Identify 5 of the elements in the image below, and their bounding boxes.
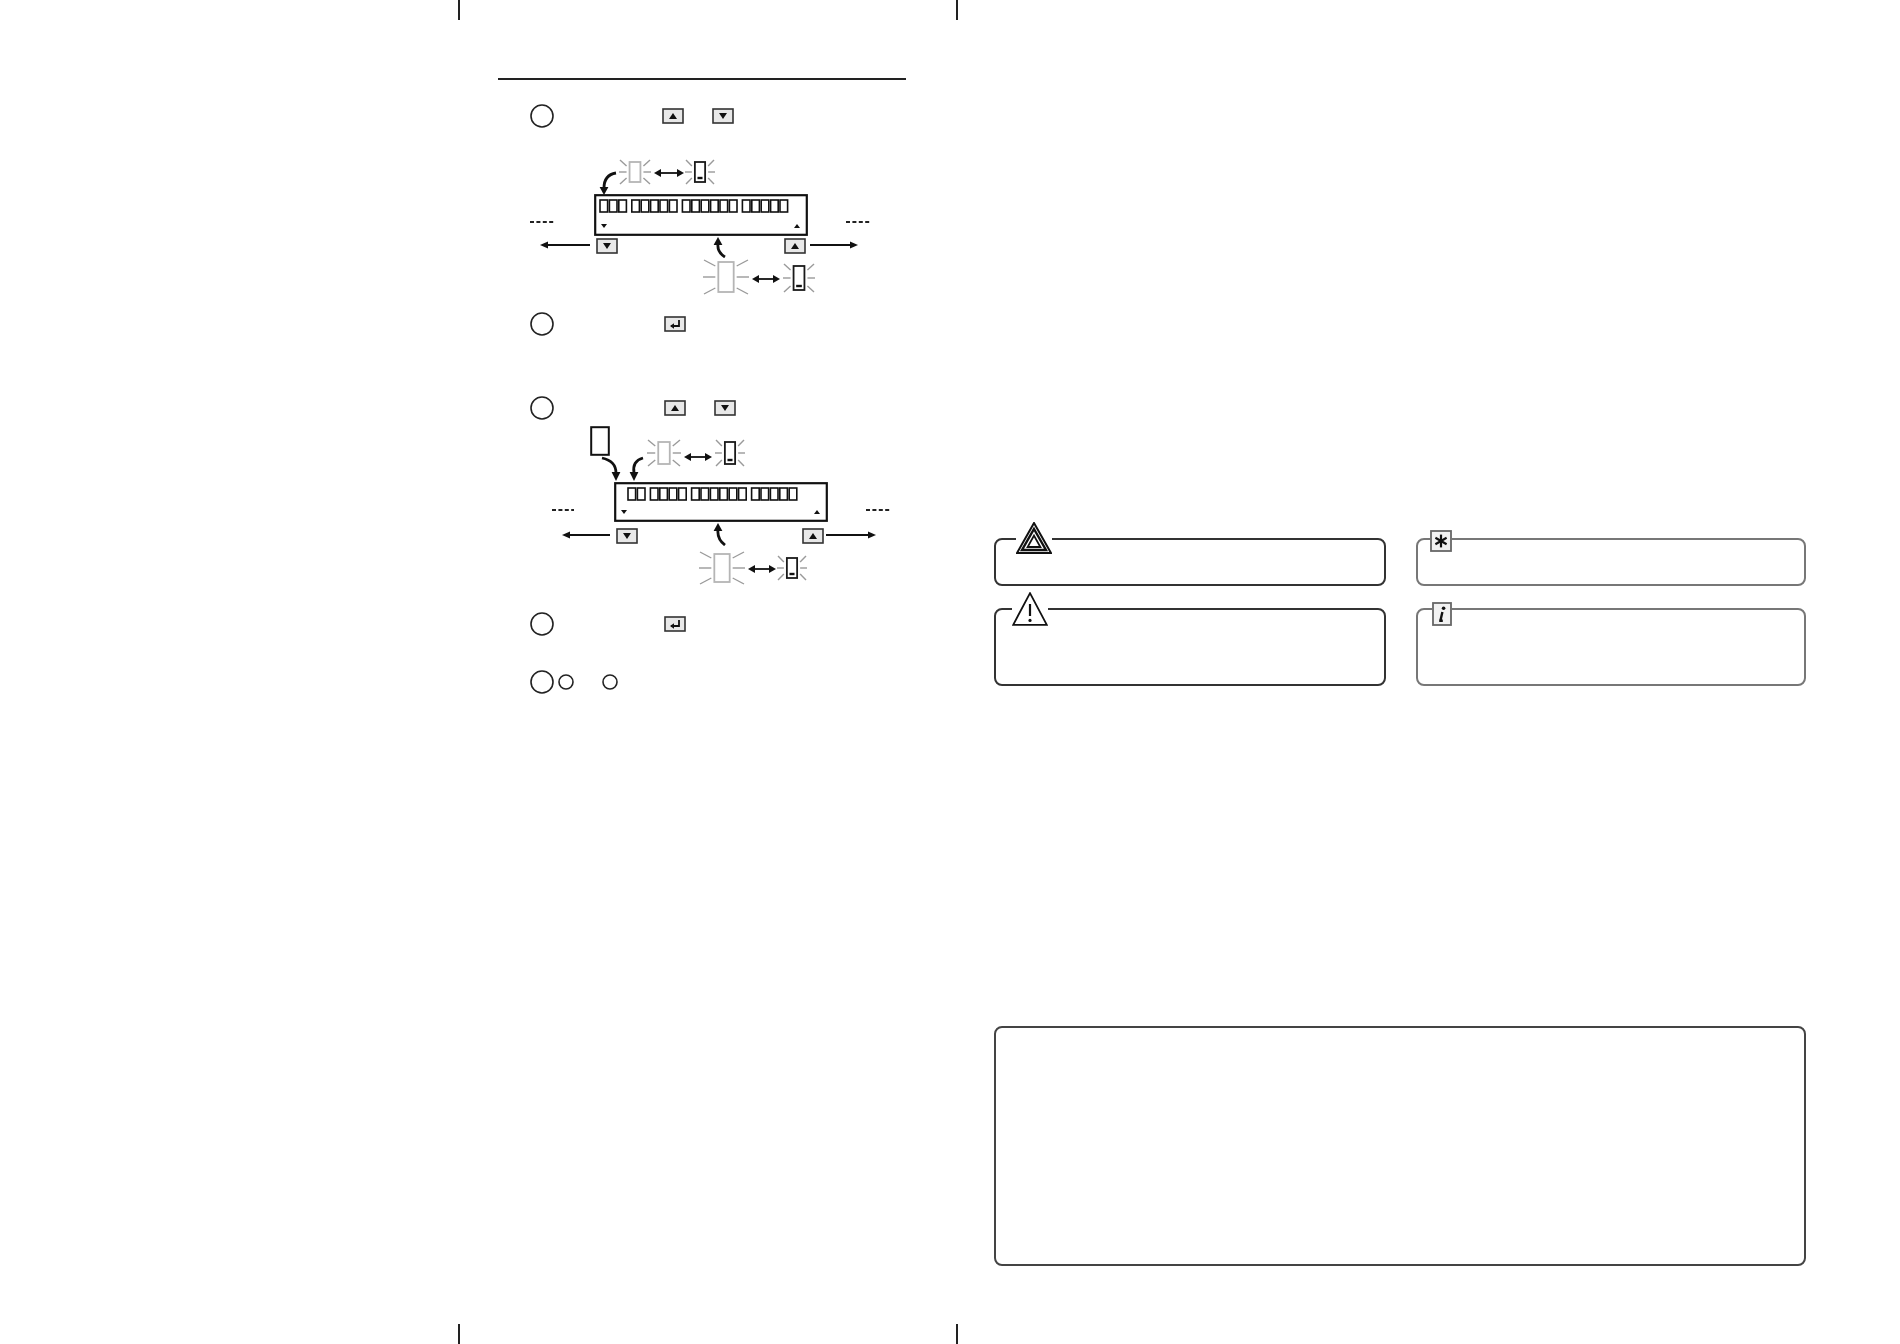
notice-frame bbox=[994, 538, 1386, 586]
note-frame bbox=[994, 1026, 1806, 1266]
notice-frame bbox=[1416, 538, 1806, 586]
notice-frame bbox=[1416, 608, 1806, 686]
notice-frame bbox=[994, 608, 1386, 686]
